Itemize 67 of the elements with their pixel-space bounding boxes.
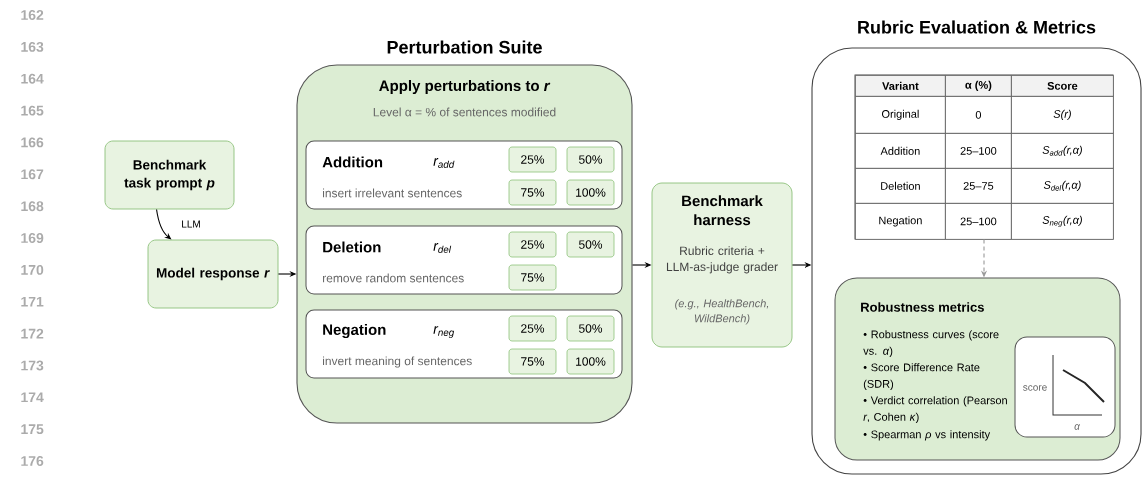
- table-cell: 0: [945, 96, 1012, 134]
- card-description: remove random sentences: [323, 273, 464, 283]
- level-box: 50%: [566, 231, 615, 258]
- level-box: 75%: [508, 348, 557, 375]
- line-number: 164: [21, 73, 44, 84]
- variable-name: r$_{neg}$: [433, 326, 455, 338]
- line-number: 167: [21, 169, 44, 180]
- variable-name: r$_{del}$: [433, 243, 452, 253]
- bullet-item: • Verdict correlation (Pearson r, Cohen κ): [863, 396, 1007, 423]
- axis-label: score: [1023, 385, 1047, 391]
- level-box: 75%: [508, 179, 557, 206]
- table-cell: Negation: [855, 203, 946, 240]
- level-box: 50%: [566, 315, 615, 342]
- panel-heading: Apply perturbations to r: [379, 80, 551, 94]
- line-number: 176: [21, 456, 44, 466]
- table-cell: S$_{add}$(r,α): [1011, 133, 1114, 169]
- table-cell: S$_{del}$(r,α): [1011, 168, 1114, 204]
- level-box: 75%: [508, 264, 557, 291]
- line-number: 169: [21, 233, 44, 243]
- line-number: 175: [21, 424, 44, 435]
- table-header-cell: Score: [1011, 75, 1114, 97]
- bullet-item: • Score Difference Rate (SDR): [863, 363, 980, 390]
- line-number: 173: [21, 360, 44, 371]
- section-title: Rubric Evaluation & Metrics: [858, 20, 1096, 34]
- axis-label: α: [1074, 424, 1081, 430]
- bullet-item: • Robustness curves (score vs. α): [863, 330, 999, 357]
- table-cell: S$_{neg}$(r,α): [1011, 203, 1114, 240]
- table-cell: 25–100: [945, 203, 1012, 240]
- line-number: 162: [21, 10, 44, 20]
- box-heading: Robustness metrics: [861, 302, 984, 312]
- card-description: invert meaning of sentences: [323, 356, 472, 368]
- process-box: Model response r: [147, 239, 279, 309]
- bullet-item: • Spearman ρ vs intensity: [863, 430, 991, 441]
- card-title: Addition: [322, 156, 383, 168]
- card-title: Deletion: [323, 241, 381, 253]
- table-cell: Original: [855, 96, 946, 134]
- panel-subtitle: Level α = % of sentences modified: [373, 107, 556, 117]
- line-number: 168: [21, 201, 44, 212]
- edge-label: LLM: [180, 219, 202, 229]
- table-cell: 25–100: [945, 133, 1012, 169]
- level-box: 25%: [508, 315, 557, 342]
- line-number: 172: [21, 328, 44, 339]
- process-box: Benchmark task prompt p: [104, 140, 235, 210]
- line-number: 163: [21, 41, 44, 52]
- line-number: 171: [21, 296, 44, 307]
- table-header-cell: α (%): [945, 75, 1012, 97]
- box-description: Rubric criteria + LLM-as-judge grader: [666, 246, 778, 274]
- section-title: Perturbation Suite: [387, 40, 542, 54]
- card-description: insert irrelevant sentences: [323, 188, 462, 198]
- table-cell: 25–75: [945, 168, 1012, 204]
- table-cell: Addition: [855, 133, 946, 169]
- example-note: (e.g., HealthBench, WildBench): [675, 299, 769, 325]
- level-box: 25%: [508, 231, 557, 258]
- level-box: 25%: [508, 146, 557, 173]
- line-number: 165: [21, 105, 44, 116]
- table-cell: S(r): [1011, 96, 1114, 134]
- level-box: 50%: [566, 146, 615, 173]
- line-number: 170: [21, 264, 44, 275]
- level-box: 100%: [566, 179, 615, 206]
- level-box: 100%: [566, 348, 615, 375]
- variable-name: r$_{add}$: [433, 158, 455, 168]
- line-number: 166: [21, 137, 44, 148]
- box-heading: Benchmark harness: [682, 195, 763, 226]
- card-title: Negation: [323, 324, 386, 339]
- table-header-cell: Variant: [855, 75, 946, 97]
- line-number: 174: [21, 392, 44, 403]
- table-cell: Deletion: [855, 168, 946, 204]
